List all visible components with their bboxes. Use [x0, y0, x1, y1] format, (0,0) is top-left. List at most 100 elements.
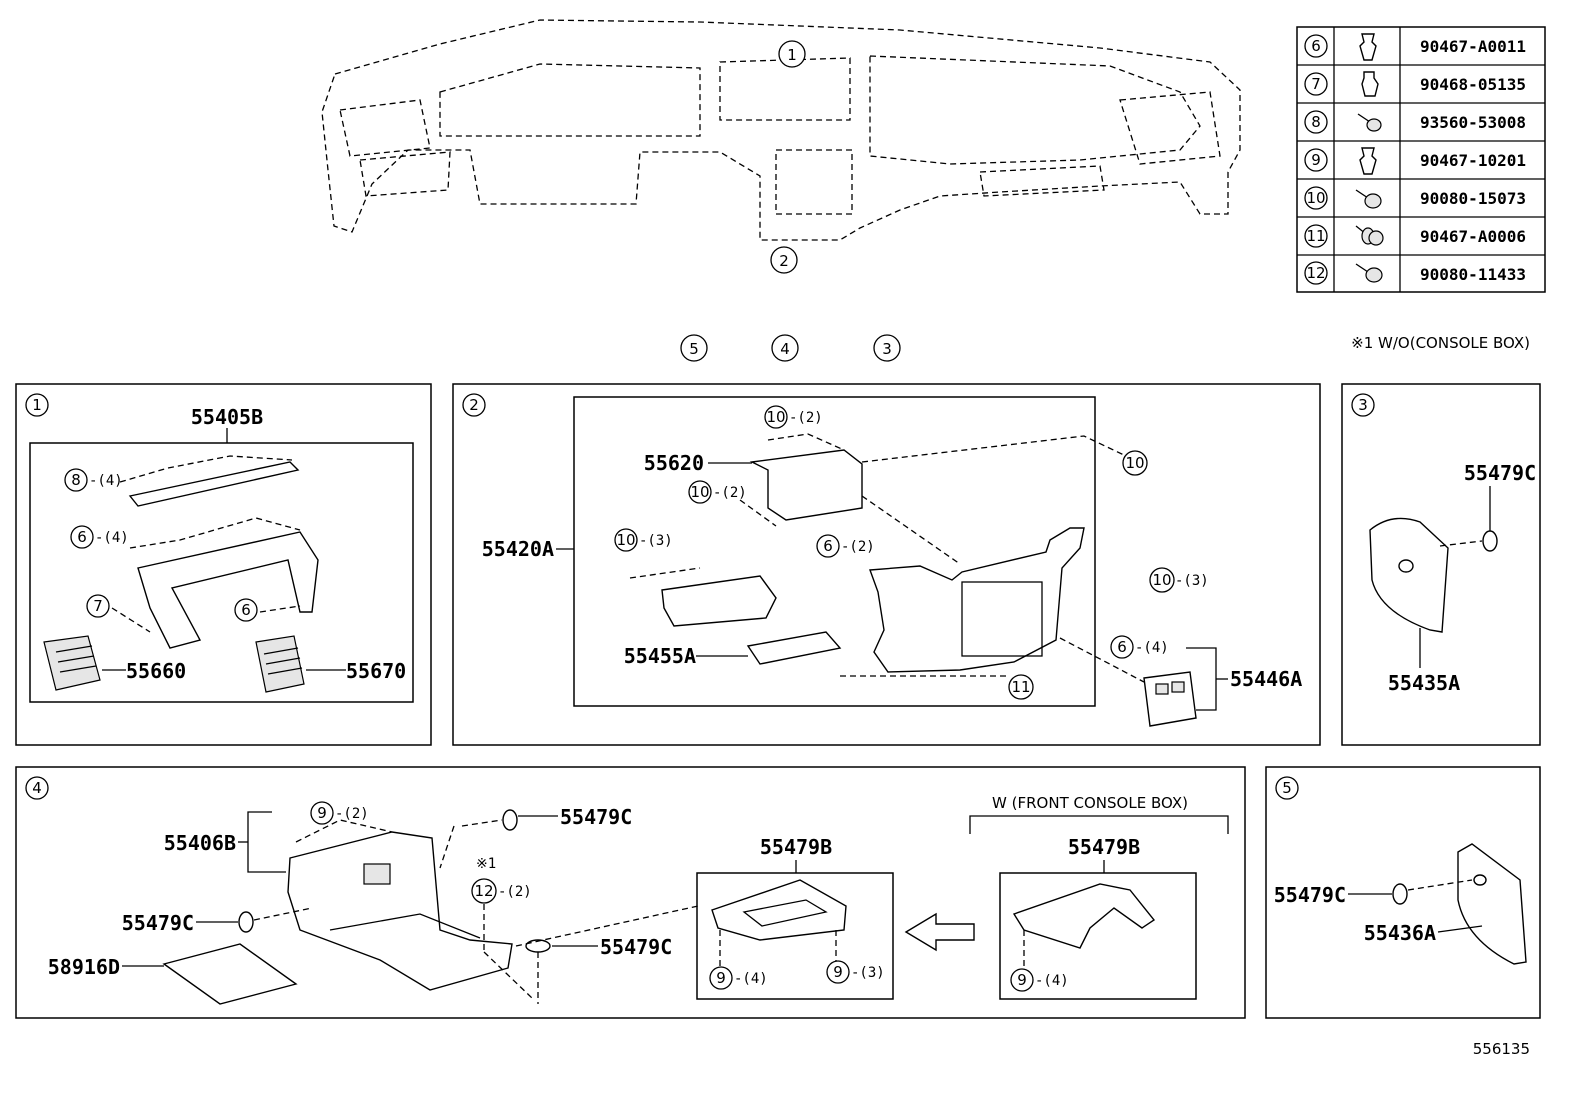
label-55479C: 55479C [1274, 883, 1346, 907]
fastener-callout: 6 [1117, 638, 1127, 656]
row-ref: 7 [1311, 75, 1321, 93]
fastener-callout: 6 [241, 601, 251, 619]
row-ref: 8 [1311, 113, 1321, 131]
row-ref: 10 [1306, 189, 1325, 207]
fastener-qty: -(2) [498, 884, 532, 900]
fastener-qty: -(2) [789, 410, 823, 426]
row-part-number: 90080-15073 [1420, 189, 1526, 208]
label-55420A: 55420A [482, 537, 554, 561]
clip-55479C [1439, 530, 1498, 552]
panel-1: 1 55405B 55660 55670 8 -(4) 6 -(4) 7 6 [15, 383, 432, 746]
panel-2: 2 55420A 55620 55455A 55446A 10 -(2) 10 … [452, 383, 1321, 746]
row-part-number: 90468-05135 [1420, 75, 1526, 94]
center-bezel-55420A [869, 527, 1085, 673]
fastener-callout: 12 [474, 882, 493, 900]
panel-3: 3 55479C 55435A [1341, 383, 1541, 746]
screw-washer-icon [1355, 225, 1384, 246]
row-part-number: 90467-A0011 [1420, 37, 1526, 56]
label-55479C: 55479C [1464, 461, 1536, 485]
fastener-callout: 10 [1125, 454, 1144, 472]
row-part-number: 93560-53008 [1420, 113, 1526, 132]
diagram-id: 556135 [1473, 1040, 1530, 1058]
vent-55670 [255, 635, 305, 693]
fastener-qty: -(4) [734, 971, 768, 987]
note-mark: ※1 [476, 856, 496, 872]
label-55620: 55620 [644, 451, 704, 475]
center-cluster-panel [137, 531, 319, 649]
panel-4: 4 55406B 55479C 55479C 58916D 55479C [15, 766, 1246, 1019]
row-part-number: 90080-11433 [1420, 265, 1526, 284]
clip-icon [1359, 147, 1377, 175]
fastener-callout: 10 [1152, 571, 1171, 589]
overview-callout-2: 2 [779, 252, 789, 270]
overview-callout-4: 4 [780, 340, 790, 358]
label-55479C-bottom: 55479C [600, 935, 672, 959]
fastener-qty: -(2) [335, 806, 369, 822]
row-ref: 11 [1306, 227, 1325, 245]
row-part-number: 90467-A0006 [1420, 227, 1526, 246]
fastener-callout: 8 [71, 471, 81, 489]
table-row: 12 90080-11433 [1304, 261, 1526, 285]
fastener-qty: -(3) [639, 533, 673, 549]
fastener-callout: 10 [616, 531, 635, 549]
garnish-strip [128, 461, 300, 507]
fastener-callout: 9 [317, 804, 327, 822]
fastener-callout: 9 [833, 963, 843, 981]
dashboard-overview [321, 19, 1241, 241]
fastener-callout: 7 [93, 597, 103, 615]
fastener-qty: -(2) [713, 485, 747, 501]
fastener-qty: -(3) [1175, 573, 1209, 589]
vent-55660 [43, 635, 101, 691]
table-row: 10 90080-15073 [1304, 186, 1526, 210]
clip-55479C [1392, 879, 1473, 905]
fastener-callout: 6 [77, 528, 87, 546]
side-cover-55436A [1457, 843, 1527, 965]
tray-55479B-a [711, 879, 847, 941]
overview-callout-1: 1 [787, 46, 797, 64]
panel-2-ref: 2 [469, 396, 479, 414]
overview-callout-3: 3 [882, 340, 892, 358]
row-part-number: 90467-10201 [1420, 151, 1526, 170]
label-55660: 55660 [126, 659, 186, 683]
panel-1-ref: 1 [32, 396, 42, 414]
pocket-mat-55455A [746, 631, 842, 665]
side-cover-55435A [1369, 517, 1449, 633]
row-ref: 12 [1306, 264, 1325, 282]
row-ref: 6 [1311, 37, 1321, 55]
label-55479C-top: 55479C [560, 805, 632, 829]
screw-icon [1355, 189, 1382, 209]
panel-4-ref: 4 [32, 779, 42, 797]
label-58916D: 58916D [48, 955, 120, 979]
label-55446A: 55446A [1230, 667, 1302, 691]
storage-box-55620 [749, 449, 863, 521]
label-55435A: 55435A [1388, 671, 1460, 695]
fastener-callout: 11 [1011, 678, 1030, 696]
label-55479B-b: 55479B [1068, 835, 1140, 859]
table-row: 11 90467-A0006 [1304, 224, 1526, 248]
fastener-qty: -(4) [1135, 640, 1169, 656]
fastener-qty: -(4) [95, 530, 129, 546]
fastener-callout: 10 [766, 408, 785, 426]
label-55406B: 55406B [164, 831, 236, 855]
clip-55479C-bottom [525, 939, 551, 1004]
table-row: 9 90467-10201 [1304, 147, 1526, 175]
fastener-callout: 10 [690, 483, 709, 501]
label-55405B: 55405B [191, 405, 263, 429]
fastener-qty: -(2) [841, 539, 875, 555]
label-55670: 55670 [346, 659, 406, 683]
overview-callout-5: 5 [689, 340, 699, 358]
screw-icon [1357, 113, 1382, 132]
fastener-callout: 9 [716, 969, 726, 987]
fastener-qty: -(3) [851, 965, 885, 981]
switch-55446A [1143, 671, 1197, 727]
pocket-unit [661, 575, 777, 627]
clip-icon [1361, 71, 1379, 97]
table-row: 6 90467-A0011 [1304, 33, 1526, 61]
fastener-callout: 6 [823, 537, 833, 555]
label-55479C-left: 55479C [122, 911, 194, 935]
label-55436A: 55436A [1364, 921, 1436, 945]
fastener-table: 6 90467-A0011 7 90468-05135 8 93560-5300… [1296, 26, 1546, 293]
lower-panel-55406B [287, 831, 513, 991]
variant-title: W (FRONT CONSOLE BOX) [992, 794, 1188, 812]
table-row: 8 93560-53008 [1304, 110, 1526, 134]
